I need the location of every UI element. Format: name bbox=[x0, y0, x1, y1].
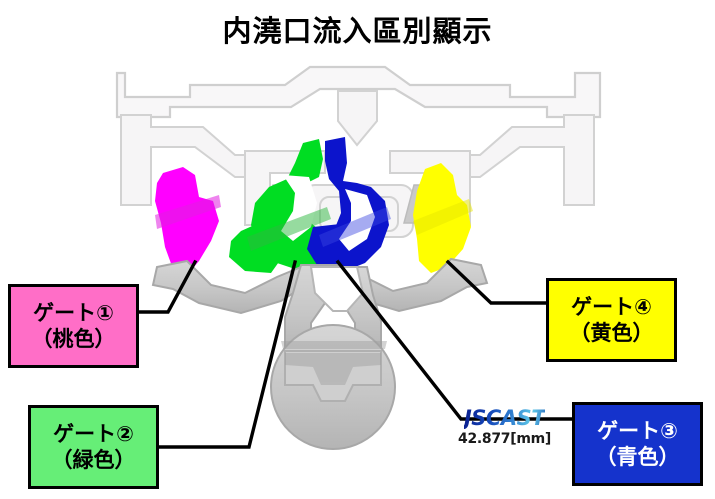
callout-gate2-line1: ゲート② bbox=[53, 421, 134, 446]
callout-gate1[interactable]: ゲート① （桃色） bbox=[8, 284, 139, 368]
callout-gate2[interactable]: ゲート② （緑色） bbox=[28, 405, 159, 489]
gate1-flow-region bbox=[155, 167, 221, 275]
callout-gate3[interactable]: ゲート③ （青色） bbox=[572, 402, 703, 486]
callout-gate4[interactable]: ゲート④ （黄色） bbox=[546, 278, 677, 362]
callout-gate1-line1: ゲート① bbox=[33, 300, 114, 325]
callout-gate1-line2: （桃色） bbox=[31, 326, 116, 351]
callout-gate4-line1: ゲート④ bbox=[571, 294, 652, 319]
jscast-watermark: JSCAST 42.877[mm] bbox=[447, 406, 562, 448]
callout-gate4-line2: （黄色） bbox=[569, 320, 654, 345]
gate4-flow-region bbox=[413, 163, 473, 273]
casting-artwork bbox=[95, 55, 620, 450]
callout-gate3-line2: （青色） bbox=[595, 444, 680, 469]
callout-gate2-line2: （緑色） bbox=[51, 447, 136, 472]
page-title: 内澆口流入區別顯示 bbox=[222, 14, 493, 48]
callout-gate3-line1: ゲート③ bbox=[597, 418, 678, 443]
casting-body-upper bbox=[115, 65, 602, 119]
jscast-logo: JSCAST bbox=[463, 406, 546, 430]
scale-value-label: 42.877[mm] bbox=[458, 431, 551, 447]
gate3-flow-region bbox=[307, 137, 391, 271]
